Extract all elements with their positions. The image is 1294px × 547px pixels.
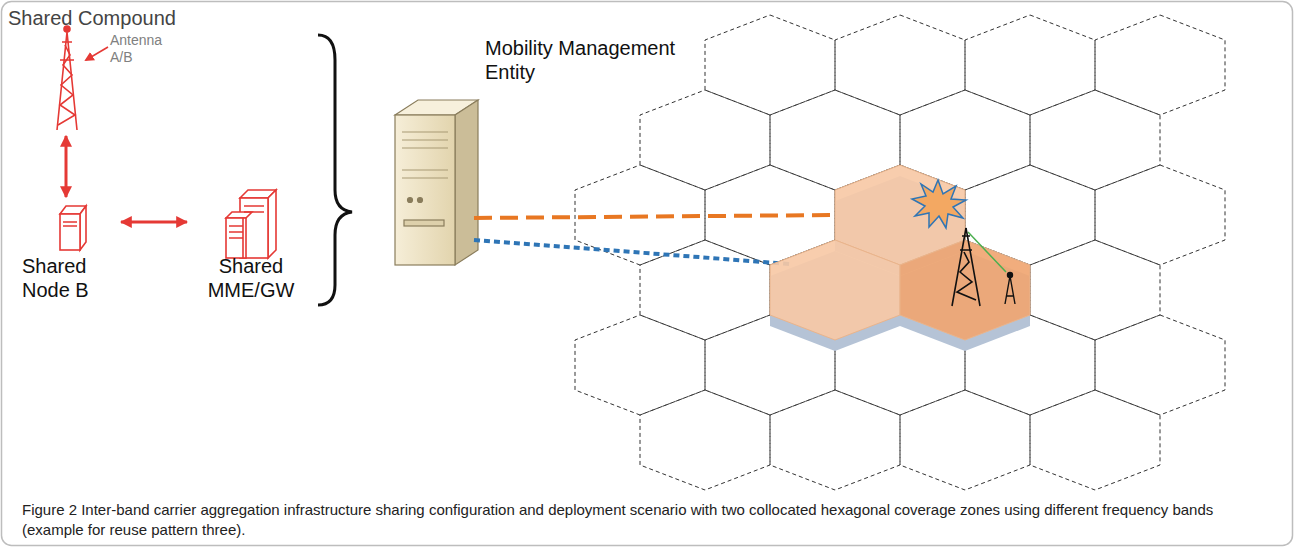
- figure-caption: Figure 2 Inter-band carrier aggregation …: [22, 500, 1272, 539]
- mobility-management-entity: Mobility Management Entity: [385, 30, 716, 275]
- hex-cell: [575, 315, 705, 415]
- node-label: Mobility Management Entity: [485, 36, 713, 84]
- hex-grid: [575, 15, 1225, 490]
- group-heading: Shared CompoundAntenna A/B Shared Node B S…: [0, 0, 330, 312]
- node-label: Shared MME/GW: [196, 254, 306, 302]
- mme-gw-icon: [226, 190, 276, 258]
- antenna: Antenna A/B: [50, 26, 183, 133]
- hex-cell: [900, 390, 1030, 490]
- group-bracket: [318, 35, 352, 305]
- coverage-hex: [770, 240, 900, 340]
- base-station: [912, 180, 1015, 306]
- hex-cell: [1030, 90, 1160, 190]
- node-b-icon: [60, 206, 86, 250]
- coverage-hex: [900, 240, 1030, 340]
- node-label: Shared Node B: [22, 254, 106, 302]
- link-arrow: [121, 221, 187, 224]
- hex-cell: [835, 15, 965, 115]
- node-b: Shared Node B: [18, 200, 118, 305]
- hex-cell: [1095, 315, 1225, 415]
- server-icon: [395, 100, 478, 265]
- blue-dashed-link: [474, 240, 790, 264]
- link-arrow: [65, 136, 68, 197]
- node-label: Antenna A/B: [110, 32, 180, 66]
- node-label: Shared Compound: [8, 6, 308, 30]
- hex-cell: [770, 390, 900, 490]
- hex-cell: [640, 90, 770, 190]
- hex-cell: [640, 390, 770, 490]
- hex-cell: [1030, 390, 1160, 490]
- hex-cell: [705, 15, 835, 115]
- mme-gw: Shared MME/GW: [190, 186, 312, 305]
- coverage-zones: [770, 165, 1030, 351]
- hex-cell: [1095, 15, 1225, 115]
- antenna-tower: [57, 26, 77, 130]
- hex-cell: [1095, 165, 1225, 265]
- pointer-arrow: [86, 47, 108, 60]
- hex-cell: [1030, 240, 1160, 340]
- hex-cell: [965, 15, 1095, 115]
- orange-dashed-link: [474, 215, 833, 218]
- hex-cell: [640, 240, 770, 340]
